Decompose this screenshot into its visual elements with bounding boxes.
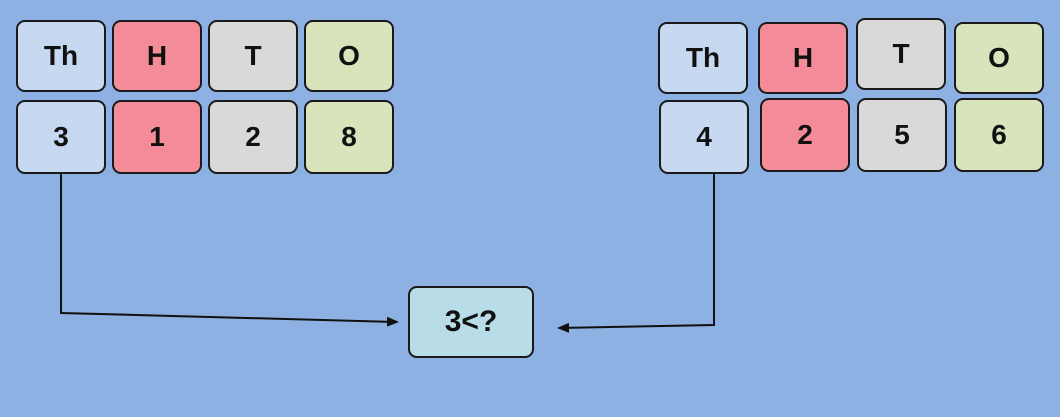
left-thousands-arrow <box>60 174 399 327</box>
right-digit-ones: 6 <box>954 98 1044 172</box>
right-header-tens: T <box>856 18 946 90</box>
right-header-hundreds: H <box>758 22 848 94</box>
left-digit-hundreds: 1 <box>112 100 202 174</box>
left-header-ones: O <box>304 20 394 92</box>
left-header-tens: T <box>208 20 298 92</box>
left-header-hundreds: H <box>112 20 202 92</box>
right-header-thousands: Th <box>658 22 748 94</box>
left-digit-thousands: 3 <box>16 100 106 174</box>
left-digit-ones: 8 <box>304 100 394 174</box>
right-thousands-arrow <box>557 174 715 333</box>
right-digit-thousands: 4 <box>659 100 749 174</box>
left-header-thousands: Th <box>16 20 106 92</box>
right-header-ones: O <box>954 22 1044 94</box>
right-digit-hundreds: 2 <box>760 98 850 172</box>
comparison-box: 3<? <box>408 286 534 358</box>
right-digit-tens: 5 <box>857 98 947 172</box>
left-digit-tens: 2 <box>208 100 298 174</box>
